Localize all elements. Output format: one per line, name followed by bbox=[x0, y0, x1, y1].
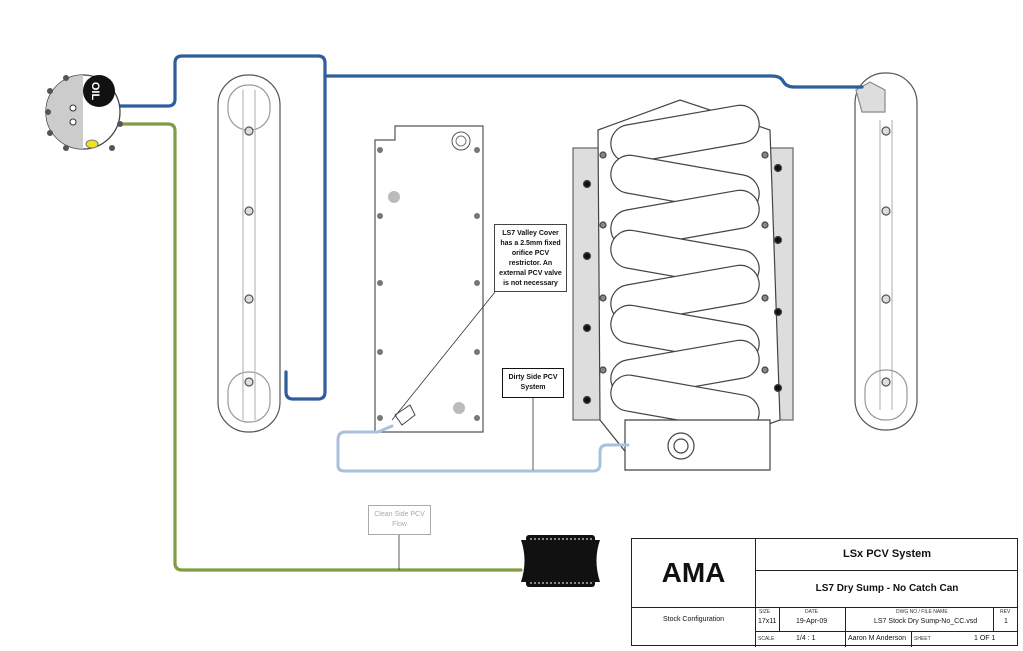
valley-cover-note: LS7 Valley Cover has a 2.5mm fixed orifi… bbox=[494, 224, 567, 292]
size-label: SIZE bbox=[759, 609, 771, 615]
sheet-label: SHEET bbox=[914, 636, 931, 642]
scale-cell: SCALE 1/4 : 1 bbox=[756, 632, 846, 647]
valley-cover-note-text: LS7 Valley Cover has a 2.5mm fixed orifi… bbox=[499, 230, 562, 287]
oil-cap bbox=[45, 74, 123, 151]
oil-cap-label: OIL bbox=[89, 82, 101, 101]
rev-cell: REV 1 bbox=[994, 608, 1018, 632]
clean-side-hose bbox=[95, 122, 523, 572]
drawing-subtitle: LS7 Dry Sump - No Catch Can bbox=[815, 583, 959, 594]
left-valve-cover bbox=[217, 74, 281, 433]
valley-cover bbox=[374, 125, 484, 433]
dirty-side-note-text: Dirty Side PCV System bbox=[508, 374, 558, 391]
rev-value: 1 bbox=[1004, 618, 1008, 625]
subtitle-cell: LS7 Dry Sump - No Catch Can bbox=[756, 571, 1018, 608]
date-value: 19-Apr-09 bbox=[796, 618, 828, 625]
author-value: Aaron M Anderson bbox=[848, 635, 906, 642]
size-cell: SIZE 17x11 bbox=[756, 608, 780, 632]
size-value: 17x11 bbox=[758, 618, 777, 625]
dwg-value: LS7 Stock Dry Sump-No_CC.vsd bbox=[874, 618, 978, 625]
clean-side-note: Clean Side PCV Flow bbox=[368, 505, 431, 535]
scale-label: SCALE bbox=[758, 636, 775, 642]
rev-label: REV bbox=[1000, 609, 1011, 615]
company-logo-text: AMA bbox=[661, 557, 726, 588]
valley-note-leader bbox=[391, 291, 496, 421]
sheet-value: 1 OF 1 bbox=[974, 635, 996, 642]
date-label: DATE bbox=[805, 609, 818, 615]
date-cell: DATE 19-Apr-09 bbox=[780, 608, 846, 632]
dwg-label: DWG NO / FILE NAME bbox=[896, 609, 948, 615]
dirty-side-hose-right bbox=[323, 74, 864, 89]
author-cell: Aaron M Anderson bbox=[846, 632, 912, 647]
air-intake-tube bbox=[521, 535, 600, 587]
valley-hose bbox=[336, 424, 630, 473]
company-cell: AMA bbox=[632, 539, 756, 608]
drawing-title: LSx PCV System bbox=[842, 548, 932, 560]
clean-side-note-text: Clean Side PCV Flow bbox=[374, 511, 425, 528]
scale-value: 1/4 : 1 bbox=[796, 635, 816, 642]
intake-manifold bbox=[572, 99, 794, 471]
sheet-cell: SHEET 1 OF 1 bbox=[912, 632, 1018, 647]
right-valve-cover bbox=[854, 72, 918, 431]
dirty-side-hose bbox=[95, 54, 327, 401]
configuration-cell: Stock Configuration bbox=[632, 608, 756, 647]
dirty-side-note: Dirty Side PCV System bbox=[502, 368, 564, 398]
configuration-text: Stock Configuration bbox=[662, 616, 725, 623]
dwg-cell: DWG NO / FILE NAME LS7 Stock Dry Sump-No… bbox=[846, 608, 994, 632]
title-block: AMA LSx PCV System LS7 Dry Sump - No Cat… bbox=[631, 538, 1018, 647]
title-cell: LSx PCV System bbox=[756, 539, 1018, 571]
